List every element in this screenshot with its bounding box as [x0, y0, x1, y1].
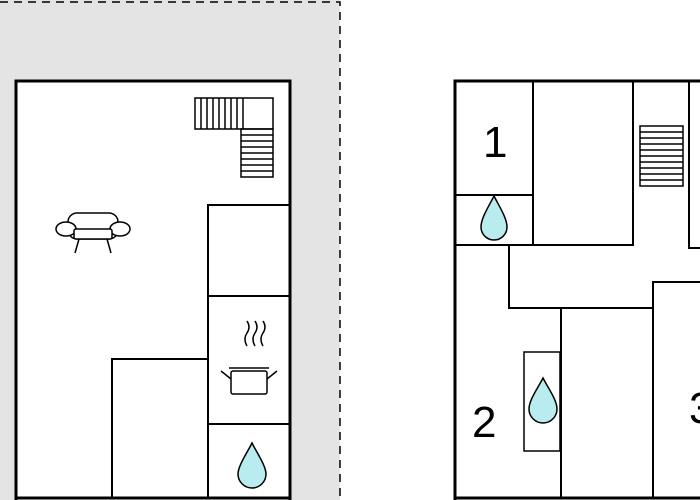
- water-drop-icon: [528, 376, 558, 424]
- shower-tray: [523, 351, 561, 452]
- central-room-wall: [533, 81, 634, 246]
- water-drop-icon: [237, 441, 267, 489]
- stairs-icon: [639, 125, 684, 187]
- ground-floor: [0, 0, 341, 500]
- water-drop-icon: [480, 194, 508, 241]
- ground-floor-outer-wall: [14, 79, 292, 500]
- cooking-pot-icon: [220, 320, 278, 395]
- upper-floor: 1 2 3: [453, 79, 700, 500]
- corridor-wall: [508, 245, 700, 309]
- ground-floor-interior: [16, 81, 290, 500]
- sofa-icon: [55, 212, 131, 254]
- terrace-boundary: [0, 1, 341, 500]
- room-number-1: 1: [483, 118, 507, 167]
- storage-room-wall: [111, 358, 208, 498]
- upper-floor-outer-wall: [453, 79, 700, 500]
- room-number-3: 3: [689, 384, 700, 433]
- room-number-2: 2: [472, 398, 496, 447]
- stair-room-wall: [688, 81, 700, 249]
- kitchen-column-wall: [207, 204, 290, 498]
- stairs-icon: [194, 97, 274, 178]
